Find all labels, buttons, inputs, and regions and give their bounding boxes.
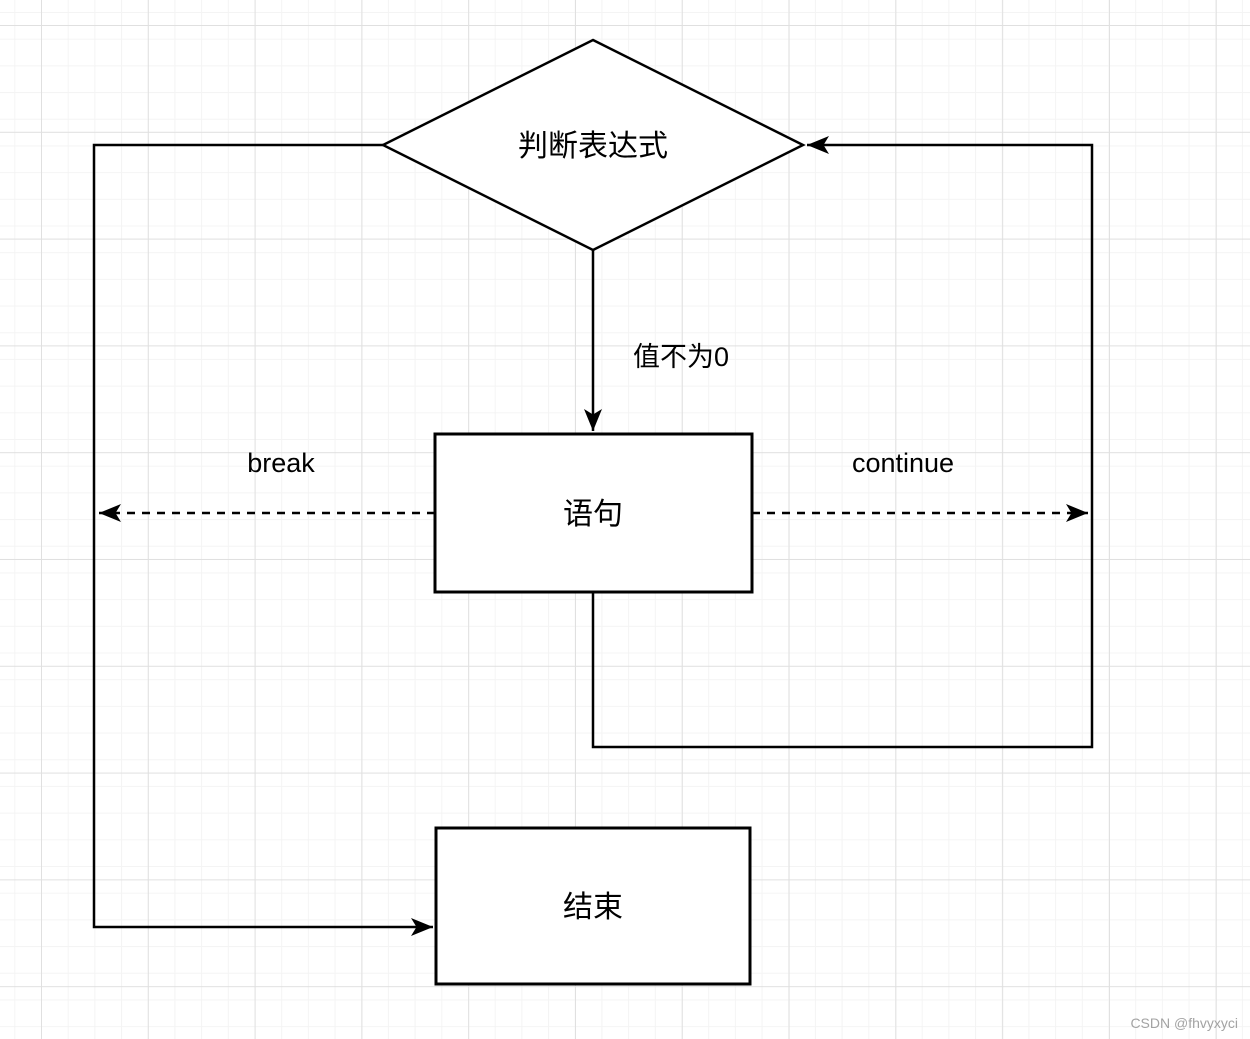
end-node: [434, 826, 752, 986]
statement-node: [433, 432, 754, 594]
watermark: CSDN @fhvyxyci: [1130, 1015, 1238, 1031]
false-branch-connector: [92, 143, 433, 936]
condition-true-label: 值不为0: [633, 342, 729, 372]
end-node-label: 结束: [563, 891, 623, 924]
continue-label: continue: [852, 448, 954, 478]
break-label: break: [247, 448, 315, 478]
decision-node-label: 判断表达式: [518, 130, 668, 163]
statement-node-label: 语句: [563, 498, 623, 531]
decision-node: [380, 38, 806, 252]
loop-back-connector: [591, 136, 1094, 749]
